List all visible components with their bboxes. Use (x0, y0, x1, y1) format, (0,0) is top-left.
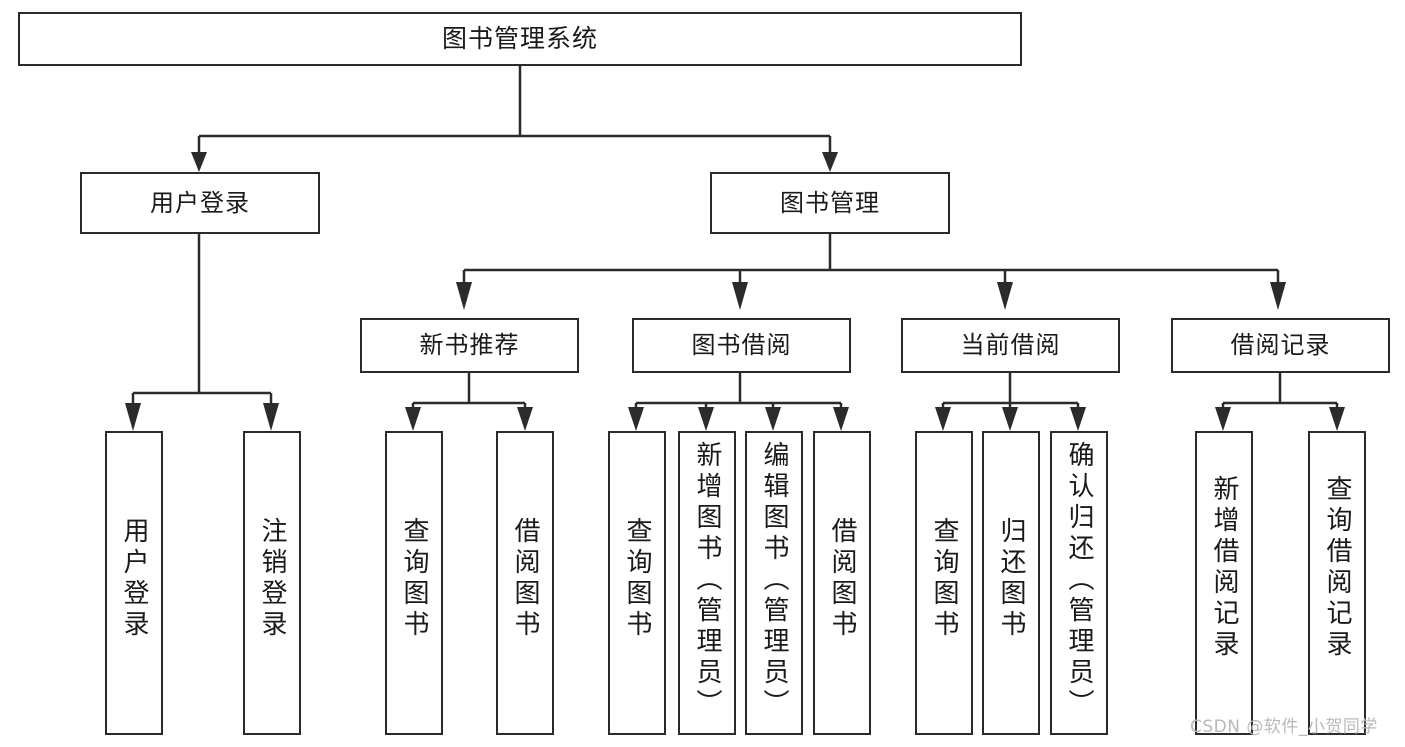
leaf-confirm-return[interactable]: 确认归还（管理员） (1050, 431, 1108, 735)
arrow-leaf-user-logout (263, 403, 279, 431)
leaf-user-login[interactable]: 用户登录 (105, 431, 163, 735)
node-label: 新书推荐 (419, 331, 520, 360)
leaf-query-book-3[interactable]: 查询图书 (915, 431, 973, 735)
node-label: 图书管理系统 (441, 24, 598, 53)
leaf-add-record[interactable]: 新增借阅记录 (1195, 431, 1253, 735)
node-label: 新增借阅记录 (1209, 475, 1239, 661)
arrow-user-login (191, 152, 207, 172)
leaf-borrow-book-1[interactable]: 借阅图书 (496, 431, 554, 735)
node-book-borrow[interactable]: 图书借阅 (632, 318, 851, 373)
arrow-leaf-confirm-return (1070, 407, 1086, 431)
arrow-book-manage (822, 152, 838, 172)
leaf-add-book[interactable]: 新增图书（管理员） (678, 431, 736, 735)
node-label: 用户登录 (119, 517, 149, 641)
arrow-leaf-edit-book (765, 407, 781, 431)
arrow-current-borrow (997, 282, 1013, 310)
arrow-book-borrow (732, 282, 748, 310)
node-label: 查询图书 (399, 517, 429, 641)
node-root-system[interactable]: 图书管理系统 (18, 12, 1022, 66)
arrow-leaf-query-record (1329, 407, 1345, 431)
node-current-borrow[interactable]: 当前借阅 (901, 318, 1120, 373)
node-label: 新增图书（管理员） (692, 441, 722, 720)
node-label: 编辑图书（管理员） (759, 441, 789, 720)
node-label: 借阅图书 (510, 517, 540, 641)
arrow-leaf-return-book (1002, 407, 1018, 431)
node-new-book-recommend[interactable]: 新书推荐 (360, 318, 579, 373)
node-label: 图书借阅 (691, 331, 792, 360)
leaf-edit-book[interactable]: 编辑图书（管理员） (745, 431, 803, 735)
node-label: 查询图书 (622, 517, 652, 641)
arrow-leaf-add-record (1215, 407, 1231, 431)
arrow-leaf-borrow-book-1 (517, 407, 533, 431)
arrow-new-book-recommend (456, 282, 472, 310)
node-label: 图书管理 (780, 188, 880, 217)
node-label: 归还图书 (996, 517, 1026, 641)
node-label: 注销登录 (257, 517, 287, 641)
node-label: 确认归还（管理员） (1064, 441, 1094, 720)
arrow-leaf-borrow-book-2 (833, 407, 849, 431)
arrow-leaf-query-book-2 (628, 407, 644, 431)
node-label: 用户登录 (150, 188, 250, 217)
leaf-query-book-2[interactable]: 查询图书 (608, 431, 666, 735)
node-label: 借阅图书 (827, 517, 857, 641)
leaf-borrow-book-2[interactable]: 借阅图书 (813, 431, 871, 735)
node-user-login[interactable]: 用户登录 (80, 172, 320, 234)
leaf-user-logout[interactable]: 注销登录 (243, 431, 301, 735)
leaf-query-book-1[interactable]: 查询图书 (385, 431, 443, 735)
node-book-manage[interactable]: 图书管理 (710, 172, 950, 234)
node-label: 查询图书 (929, 517, 959, 641)
node-borrow-record[interactable]: 借阅记录 (1171, 318, 1390, 373)
arrow-leaf-add-book (698, 407, 714, 431)
watermark-csdn: CSDN @软件_小贺同学 (1190, 717, 1378, 737)
arrow-leaf-user-login (125, 403, 141, 431)
arrow-leaf-query-book-3 (935, 407, 951, 431)
node-label: 查询借阅记录 (1322, 475, 1352, 661)
node-label: 借阅记录 (1230, 331, 1331, 360)
arrow-borrow-record (1270, 282, 1286, 310)
node-label: 当前借阅 (960, 331, 1061, 360)
leaf-query-record[interactable]: 查询借阅记录 (1308, 431, 1366, 735)
arrow-leaf-query-book-1 (405, 407, 421, 431)
leaf-return-book[interactable]: 归还图书 (982, 431, 1040, 735)
